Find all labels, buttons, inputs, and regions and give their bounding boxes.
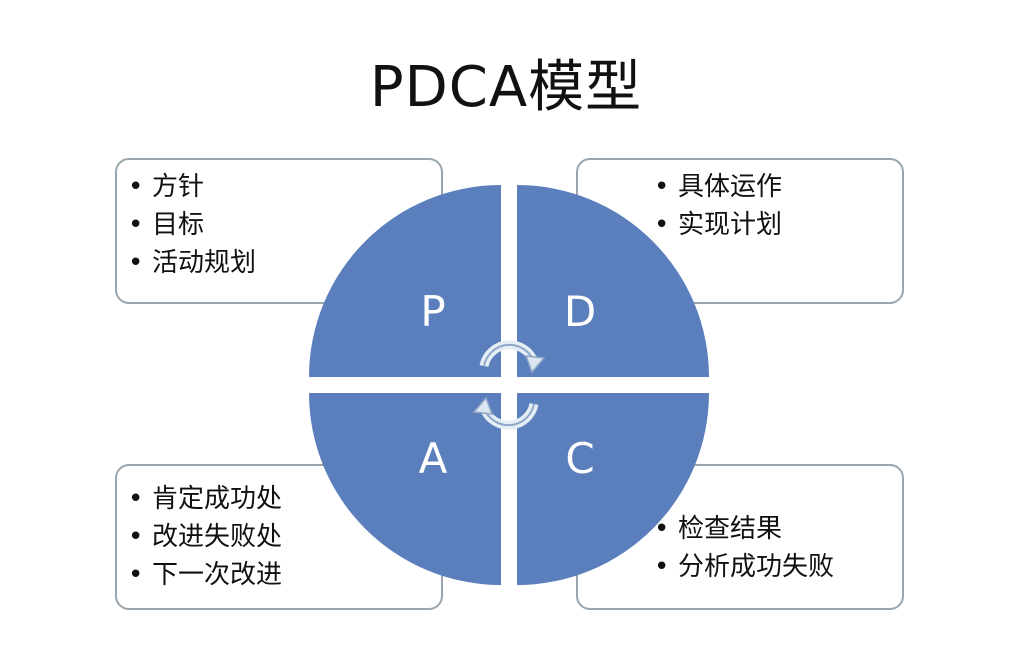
quadrant-do [517,185,709,377]
act-item: 改进失败处 [128,518,282,556]
quadrant-act [309,393,501,585]
do-item: 实现计划 [654,206,782,244]
plan-item: 方针 [128,168,256,206]
act-list: 肯定成功处 改进失败处 下一次改进 [128,480,282,594]
plan-item: 活动规划 [128,244,256,282]
quadrant-letter-d: D [564,287,596,336]
plan-list: 方针 目标 活动规划 [128,168,256,282]
check-item: 检查结果 [654,510,834,548]
quadrant-letter-c: C [565,434,594,483]
check-list: 检查结果 分析成功失败 [654,510,834,586]
do-list: 具体运作 实现计划 [654,168,782,244]
do-item: 具体运作 [654,168,782,206]
act-item: 下一次改进 [128,556,282,594]
page-title: PDCA模型 [369,55,643,120]
quadrant-check [517,393,709,585]
quadrant-letter-a: A [419,434,448,483]
quadrant-plan [309,185,501,377]
check-item: 分析成功失败 [654,548,834,586]
quadrant-letter-p: P [420,287,445,336]
act-item: 肯定成功处 [128,480,282,518]
plan-item: 目标 [128,206,256,244]
cycle-arrows-icon [472,340,546,430]
